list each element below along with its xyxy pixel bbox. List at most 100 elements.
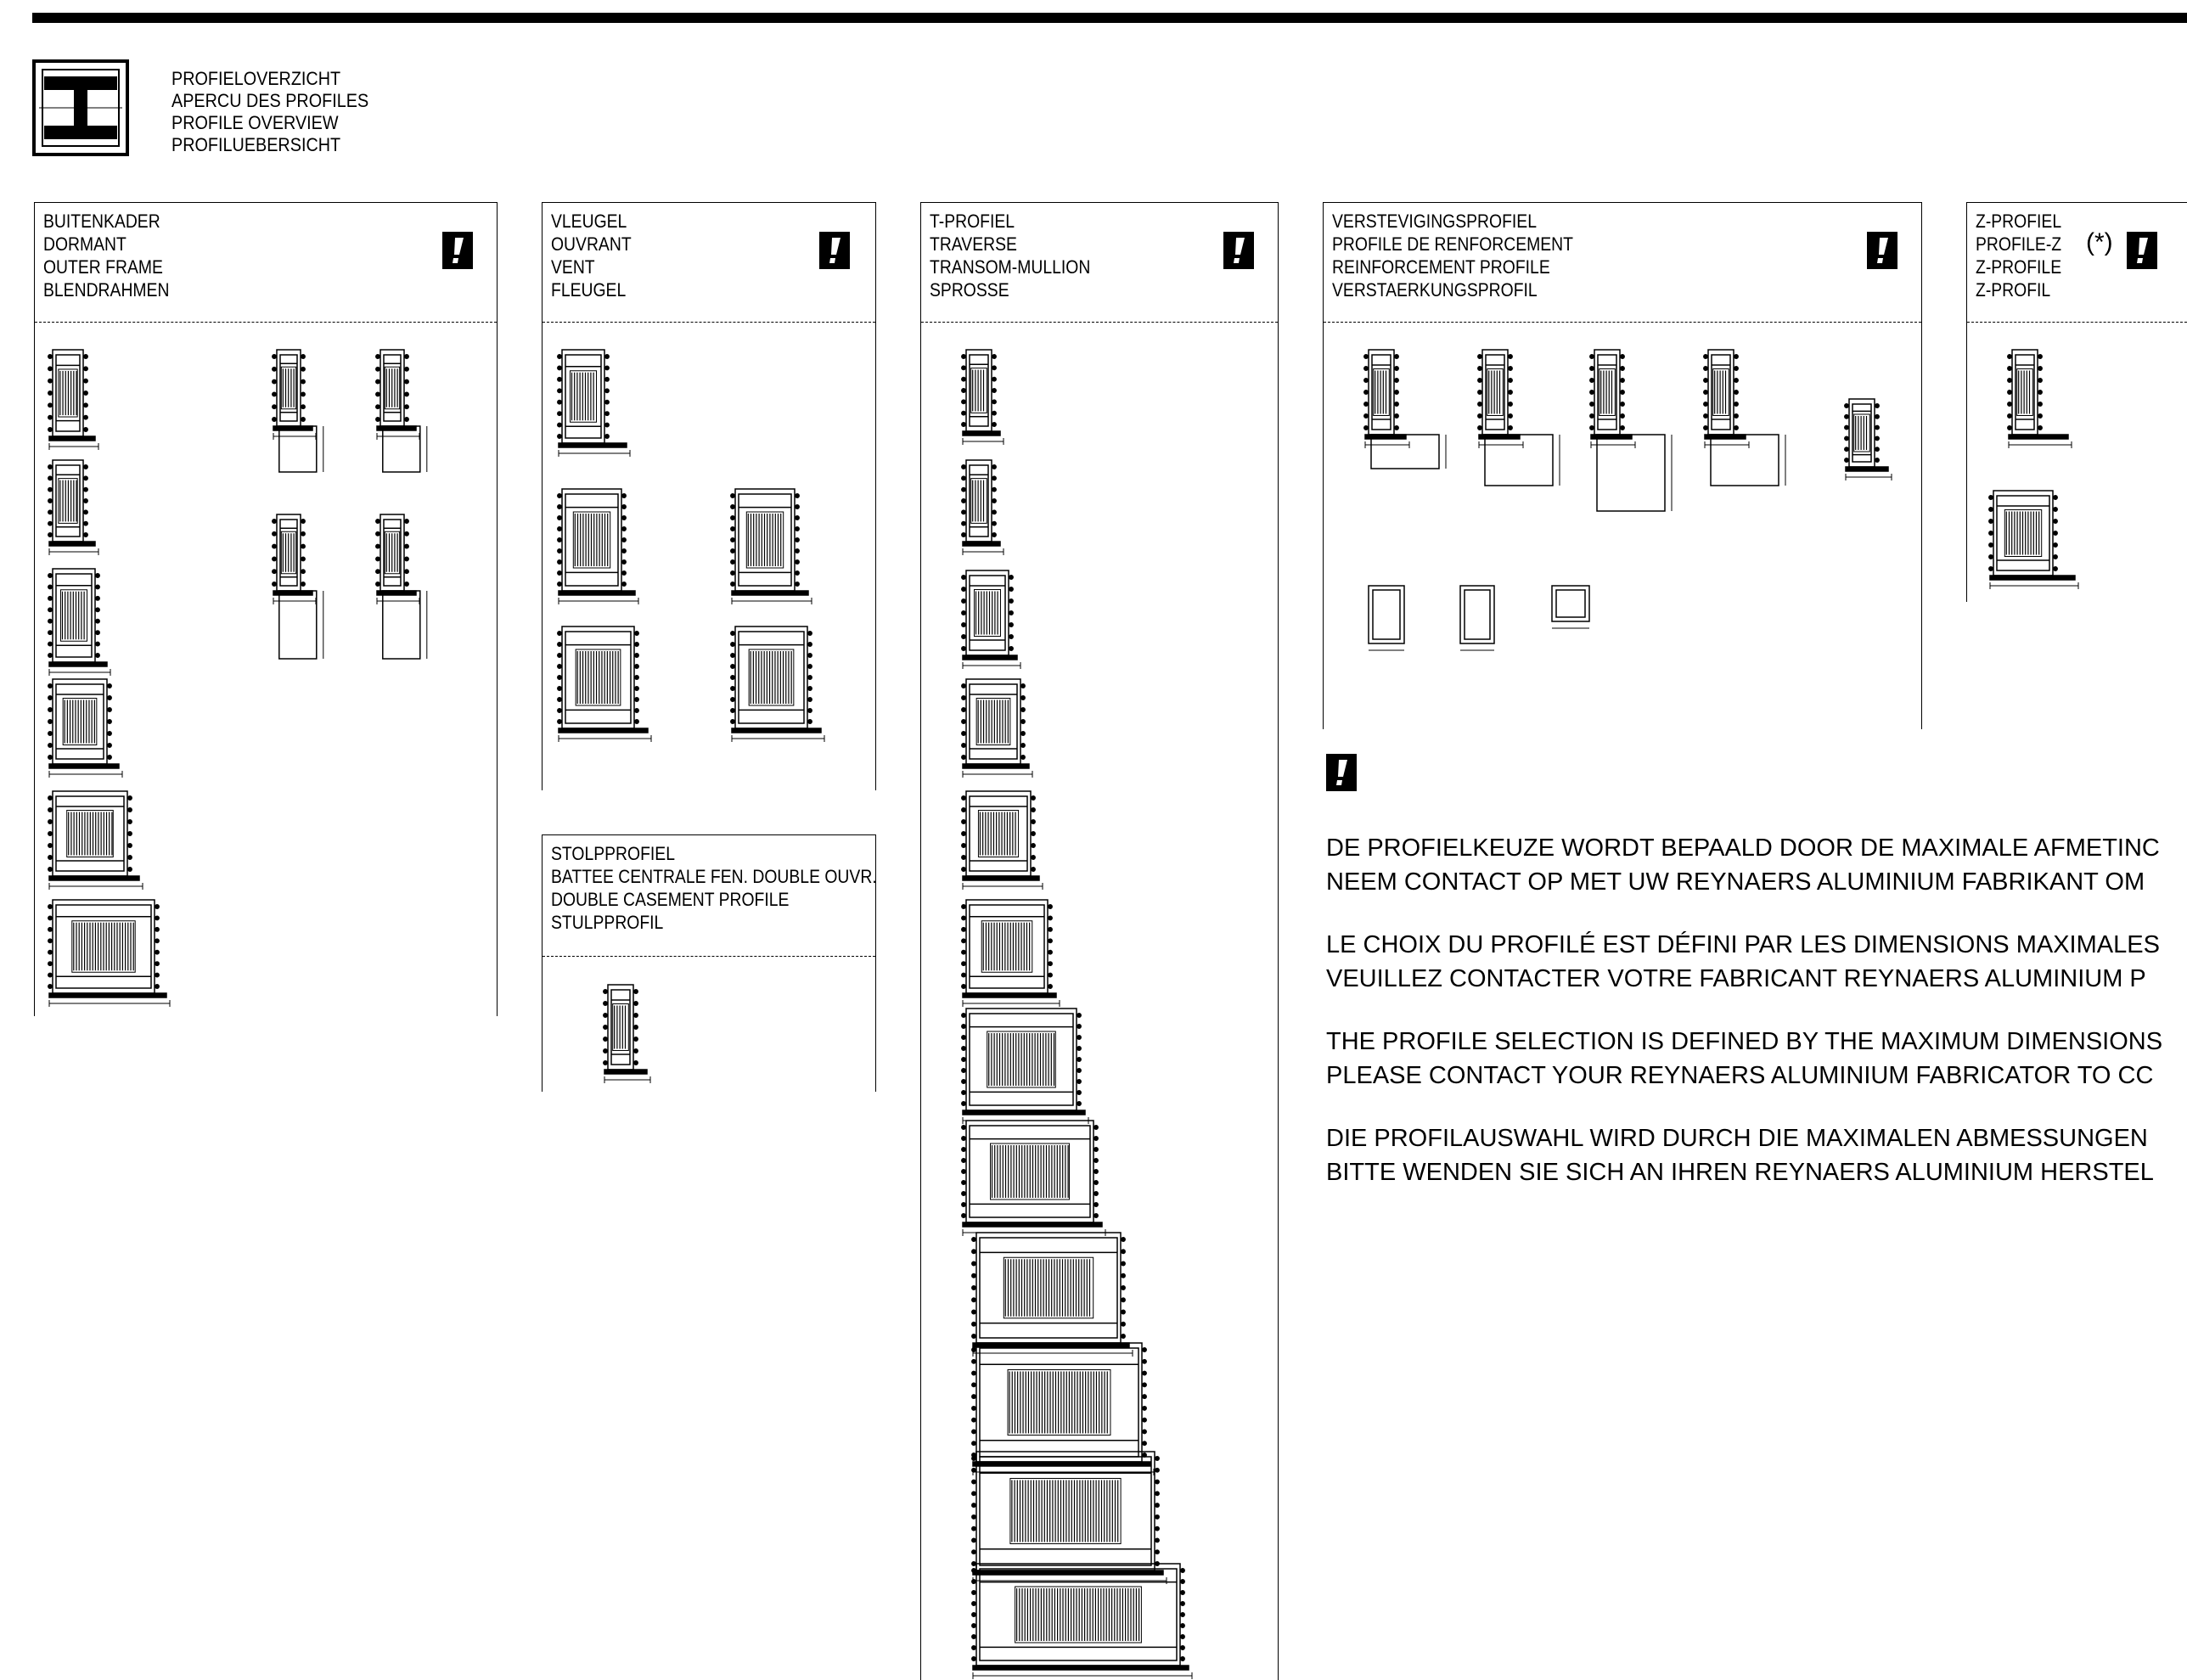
title-line: TRAVERSE: [930, 233, 1017, 255]
profile-section: [730, 626, 825, 742]
title-line: BATTEE CENTRALE FEN. DOUBLE OUVR.: [551, 866, 877, 887]
profile-section: [557, 488, 639, 604]
reinforcement-tube: [1551, 585, 1590, 629]
title-line: PROFILE-Z: [1976, 233, 2062, 255]
i-beam-profile-icon: [32, 59, 129, 156]
panel-title: Z-PROFIEL PROFILE-Z Z-PROFILE Z-PROFIL: [1976, 210, 2061, 301]
panel-title: VERSTEVIGINGSPROFIEL PROFILE DE RENFORCE…: [1332, 210, 1573, 301]
title-line: DOUBLE CASEMENT PROFILE: [551, 889, 790, 910]
title-line: STULPPROFIL: [551, 912, 664, 933]
title-line: PROFILUEBERSICHT: [171, 134, 341, 155]
panel-divider: [1324, 322, 1921, 323]
profile-section: [557, 349, 631, 457]
title-line: T-PROFIEL: [930, 211, 1015, 232]
profile-section: [375, 514, 428, 660]
profile-section: [603, 984, 651, 1083]
profile-section: [1703, 349, 1786, 486]
note-line: VEUILLEZ CONTACTER VOTRE FABRICANT REYNA…: [1326, 965, 2146, 992]
profile-selection-notes: DE PROFIELKEUZE WORDT BEPAALD DOOR DE MA…: [1326, 802, 2162, 1218]
profile-section: [557, 626, 652, 742]
panel-title: T-PROFIEL TRAVERSE TRANSOM-MULLION SPROS…: [930, 210, 1090, 301]
reinforcement-tube: [1368, 585, 1405, 651]
title-line: VENT: [551, 256, 595, 278]
profile-section: [961, 790, 1043, 890]
footnote-mark: (*): [2086, 228, 2113, 256]
note-line: NEEM CONTACT OP MET UW REYNAERS ALUMINIU…: [1326, 868, 2145, 896]
profile-section: [272, 349, 324, 473]
title-line: BLENDRAHMEN: [43, 279, 170, 301]
panel-outer-frame: BUITENKADER DORMANT OUTER FRAME BLENDRAH…: [34, 202, 498, 1016]
profile-section: [48, 459, 99, 555]
title-line: REINFORCEMENT PROFILE: [1332, 256, 1550, 278]
note-line: DE PROFIELKEUZE WORDT BEPAALD DOOR DE MA…: [1326, 834, 2160, 862]
document-title: PROFIELOVERZICHT APERCU DES PROFILES PRO…: [171, 68, 368, 156]
exclamation-warning-icon: [1223, 232, 1254, 269]
top-rule: [32, 13, 2187, 23]
exclamation-warning-icon: [2127, 232, 2157, 269]
title-line: DORMANT: [43, 233, 126, 255]
exclamation-warning-icon: [819, 232, 850, 269]
panel-divider: [921, 322, 1278, 323]
exclamation-warning-icon: [1326, 754, 1357, 791]
note-line: BITTE WENDEN SIE SICH AN IHREN REYNAERS …: [1326, 1159, 2154, 1186]
profile-section: [1844, 398, 1892, 480]
panel-t-profile: T-PROFIEL TRAVERSE TRANSOM-MULLION SPROS…: [920, 202, 1279, 1680]
profile-section: [1589, 349, 1673, 512]
title-line: VLEUGEL: [551, 211, 627, 232]
profile-section: [961, 899, 1060, 1007]
profile-section: [48, 349, 99, 450]
profile-section: [961, 1008, 1089, 1124]
note-line: PLEASE CONTACT YOUR REYNAERS ALUMINIUM F…: [1326, 1062, 2154, 1089]
profile-section: [971, 1563, 1193, 1679]
panel-reinforcement: VERSTEVIGINGSPROFIEL PROFILE DE RENFORCE…: [1323, 202, 1922, 729]
note-line: LE CHOIX DU PROFILÉ EST DÉFINI PAR LES D…: [1326, 931, 2160, 958]
profile-section: [48, 790, 143, 890]
title-line: STOLPPROFIEL: [551, 843, 675, 864]
panel-title: BUITENKADER DORMANT OUTER FRAME BLENDRAH…: [43, 210, 169, 301]
title-line: Z-PROFIEL: [1976, 211, 2062, 232]
title-line: SPROSSE: [930, 279, 1009, 301]
profile-section: [48, 678, 123, 778]
profile-section: [961, 570, 1021, 669]
profile-section: [1477, 349, 1560, 486]
profile-section: [971, 1342, 1155, 1475]
exclamation-warning-icon: [1867, 232, 1897, 269]
title-line: TRANSOM-MULLION: [930, 256, 1091, 278]
profile-section: [2007, 349, 2072, 448]
note-line: THE PROFILE SELECTION IS DEFINED BY THE …: [1326, 1028, 2163, 1055]
profile-section: [961, 349, 1004, 445]
panel-divider: [35, 322, 497, 323]
note-line: DIE PROFILAUSWAHL WIRD DURCH DIE MAXIMAL…: [1326, 1125, 2148, 1152]
profile-section: [1988, 490, 2079, 589]
panel-divider: [543, 322, 875, 323]
title-line: Z-PROFILE: [1976, 256, 2062, 278]
title-line: BUITENKADER: [43, 211, 160, 232]
reinforcement-tube: [1459, 585, 1495, 651]
title-line: PROFIELOVERZICHT: [171, 68, 341, 89]
title-line: PROFILE OVERVIEW: [171, 112, 339, 133]
title-line: FLEUGEL: [551, 279, 627, 301]
title-line: VERSTAERKUNGSPROFIL: [1332, 279, 1538, 301]
profile-section: [1363, 349, 1447, 469]
title-line: OUVRANT: [551, 233, 632, 255]
profile-section: [375, 349, 428, 473]
profile-section: [961, 1120, 1106, 1236]
title-line: APERCU DES PROFILES: [171, 90, 369, 111]
panel-vent: VLEUGEL OUVRANT VENT FLEUGEL: [542, 202, 876, 790]
title-line: OUTER FRAME: [43, 256, 163, 278]
profile-section: [730, 488, 812, 604]
profile-section: [48, 899, 171, 1007]
exclamation-warning-icon: [442, 232, 473, 269]
panel-divider: [543, 956, 875, 957]
title-line: VERSTEVIGINGSPROFIEL: [1332, 211, 1537, 232]
profile-section: [961, 459, 1004, 555]
panel-title: VLEUGEL OUVRANT VENT FLEUGEL: [551, 210, 632, 301]
title-line: Z-PROFIL: [1976, 279, 2051, 301]
profile-section: [48, 568, 111, 676]
title-line: PROFILE DE RENFORCEMENT: [1332, 233, 1573, 255]
profile-section: [971, 1451, 1167, 1584]
panel-z-profile: Z-PROFIEL PROFILE-Z Z-PROFILE Z-PROFIL (…: [1966, 202, 2187, 602]
panel-divider: [1967, 322, 2187, 323]
profile-section: [272, 514, 324, 660]
